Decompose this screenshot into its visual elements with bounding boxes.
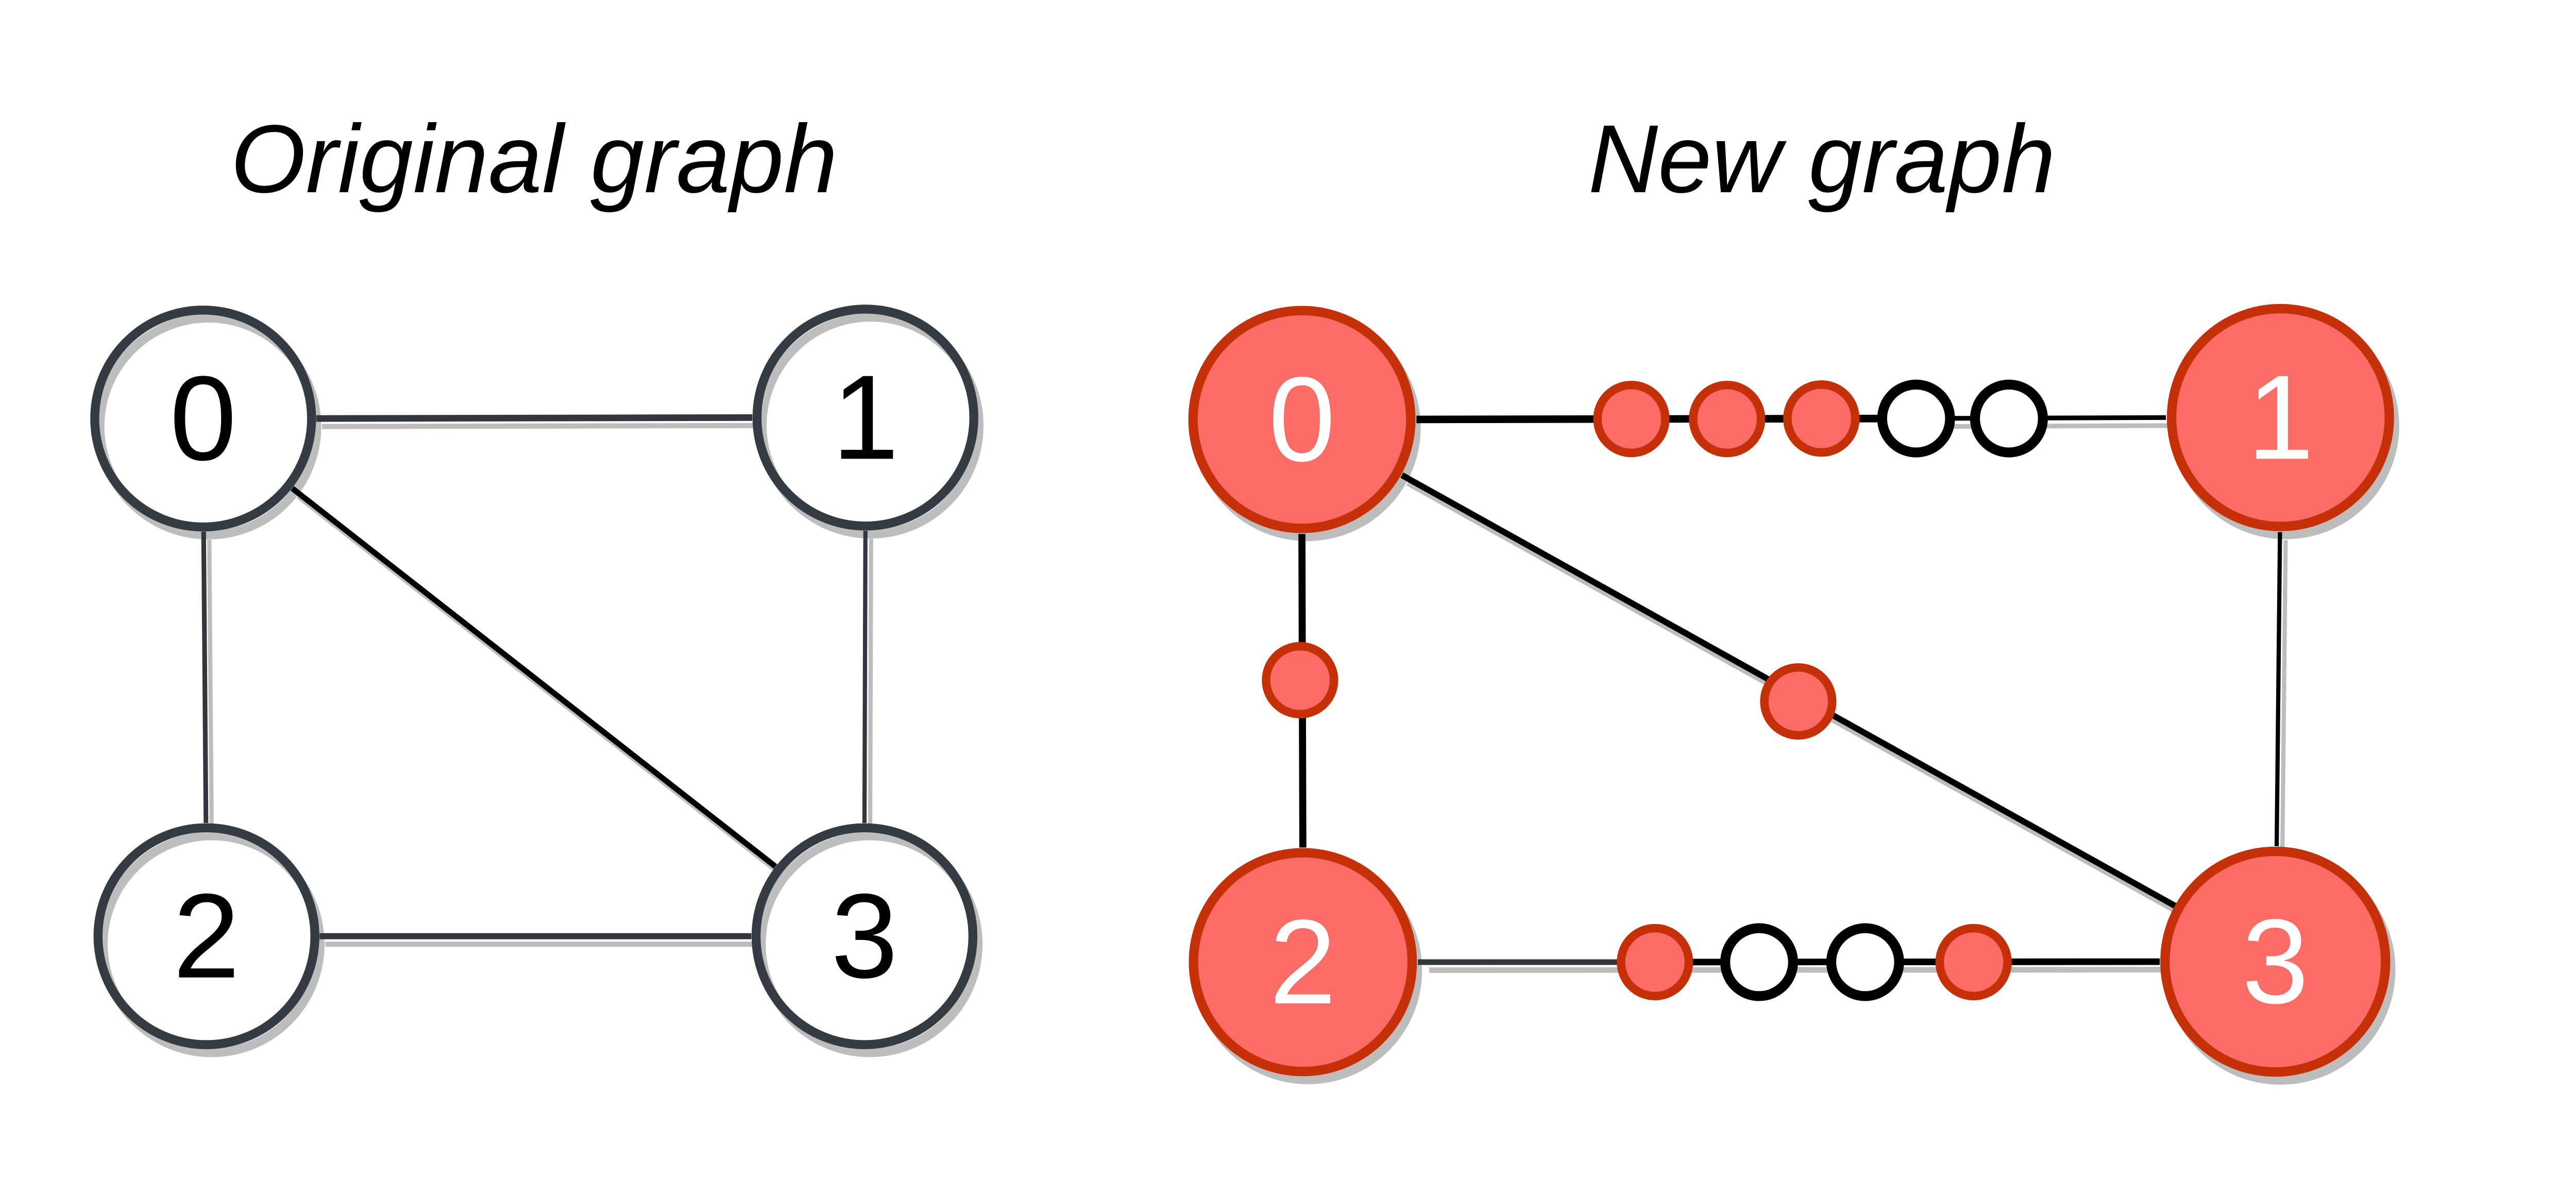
new_graph-node-2-label: 2 <box>1269 895 1336 1029</box>
red-token-icon-edge-2-3 <box>1617 923 1693 1001</box>
original_graph-node-1-shadow <box>757 312 984 539</box>
new_graph-node-3 <box>2160 846 2391 1077</box>
white-token-icon-edge-0-1 <box>1877 379 1955 458</box>
new_graph-node-1-label: 1 <box>2247 350 2314 484</box>
original_graph-node-2-shadow <box>98 831 325 1057</box>
edge-0-1-shadow <box>321 423 758 429</box>
original_graph-node-0-shadow <box>95 313 321 540</box>
new_graph-node-0-label: 0 <box>1268 352 1335 486</box>
new_graph-edge-shadow-layer <box>1406 423 2288 973</box>
edge-1-3 <box>862 530 868 824</box>
original_graph-node-3-label: 3 <box>831 869 898 1003</box>
red-token-icon-edge-0-1 <box>1689 380 1766 458</box>
new_graph-node-1 <box>2166 304 2394 531</box>
original_graph-node-0-label: 0 <box>170 351 236 485</box>
new_graph-node-2 <box>1189 848 1417 1077</box>
edge-1-3-shadow <box>2280 540 2288 854</box>
new-graph: 0 1 2 3 <box>1188 304 2399 1085</box>
red-token-icon-edge-0-1 <box>1593 380 1670 458</box>
edge-0-1 <box>316 414 753 422</box>
white-token-icon-edge-2-3 <box>1826 923 1904 1001</box>
new_graph-node-3-label: 3 <box>2242 895 2309 1029</box>
edge-0-2-shadow <box>207 540 214 831</box>
original_graph-node-2-label: 2 <box>173 869 240 1003</box>
edge-0-2 <box>201 531 209 824</box>
white-token-icon-edge-2-3 <box>1720 923 1798 1001</box>
original-graph-title: Original graph <box>231 105 838 213</box>
edge-1-3 <box>2274 532 2282 846</box>
original-graph: 0 1 2 3 <box>90 305 984 1057</box>
original_graph-node-1 <box>752 305 978 531</box>
original_graph-node-3-shadow <box>756 831 983 1057</box>
red-token-icon-edge-0-1 <box>1783 380 1860 457</box>
red-token-icon-edge-2-3 <box>1935 923 2012 1001</box>
new-graph-title: New graph <box>1588 105 2056 213</box>
edge-1-3-shadow <box>868 539 873 831</box>
original_graph-node-1-label: 1 <box>832 350 899 484</box>
edge-0-1-shadow <box>1928 423 2174 429</box>
white-token-icon-edge-0-1 <box>1970 379 2048 458</box>
edge-0-3 <box>290 486 777 869</box>
red-token-icon-edge-0-2 <box>1262 642 1338 719</box>
new_graph-node-0 <box>1188 306 1416 533</box>
original_graph-node-3 <box>751 823 978 1049</box>
original_graph-node-2 <box>93 823 319 1049</box>
red-token-icon-edge-0-3 <box>1760 663 1837 740</box>
original_graph-node-0 <box>90 305 316 532</box>
